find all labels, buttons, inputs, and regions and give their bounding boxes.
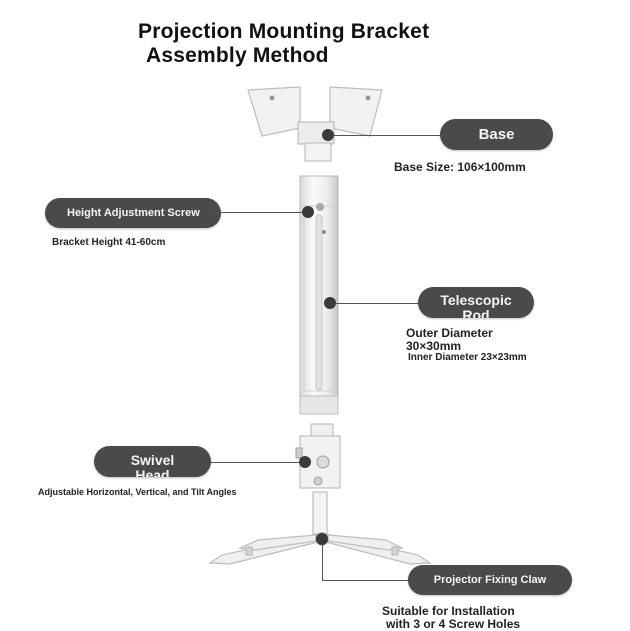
- claw-leader-horizontal: [322, 580, 412, 581]
- height-marker-dot: [302, 206, 314, 218]
- height-adjustment-screw-text: Height Adjustment Screw: [67, 207, 200, 219]
- inner-diameter-note: Inner Diameter 23×23mm: [408, 352, 527, 363]
- projector-claw: [208, 491, 432, 565]
- telescopic-rod-label: Telescopic Rod: [418, 287, 534, 318]
- outer-diameter-note: Outer Diameter 30×30mm: [406, 326, 493, 353]
- height-adjustment-screw-label: Height Adjustment Screw: [45, 198, 221, 228]
- projector-fixing-claw-label: Projector Fixing Claw: [408, 565, 572, 595]
- height-leader-line: [210, 212, 302, 213]
- rod-leader-line: [336, 303, 422, 304]
- base-label-text: Base: [478, 126, 515, 143]
- bracket-height-note: Bracket Height 41-60cm: [52, 237, 166, 248]
- claw-marker-dot: [316, 533, 328, 545]
- diagram-title: Projection Mounting Bracket Assembly Met…: [138, 20, 429, 68]
- base-marker-dot: [322, 129, 334, 141]
- projector-fixing-claw-text: Projector Fixing Claw: [433, 574, 547, 586]
- screw-holes-note-line-2: with 3 or 4 Screw Holes: [386, 617, 521, 631]
- swivel-angles-note: Adjustable Horizontal, Vertical, and Til…: [38, 487, 237, 497]
- base-plate: [247, 86, 383, 162]
- telescopic-rod-text: Telescopic Rod: [440, 292, 512, 319]
- base-label: Base: [440, 119, 553, 150]
- base-leader-line: [334, 135, 444, 136]
- swivel-leader-line: [211, 462, 299, 463]
- screw-holes-note: Suitable for Installation with 3 or 4 Sc…: [382, 605, 520, 631]
- title-line-2: Assembly Method: [146, 44, 329, 67]
- swivel-head-label: Swivel Head: [94, 446, 211, 477]
- claw-leader-vertical: [322, 545, 323, 581]
- title-line-1: Projection Mounting Bracket: [138, 20, 430, 43]
- base-size-note: Base Size: 106×100mm: [394, 160, 526, 174]
- screw-holes-note-line-1: Suitable for Installation: [382, 604, 515, 618]
- swivel-marker-dot: [299, 456, 311, 468]
- swivel-head-text: Swivel Head: [130, 452, 175, 478]
- rod-marker-dot: [324, 297, 336, 309]
